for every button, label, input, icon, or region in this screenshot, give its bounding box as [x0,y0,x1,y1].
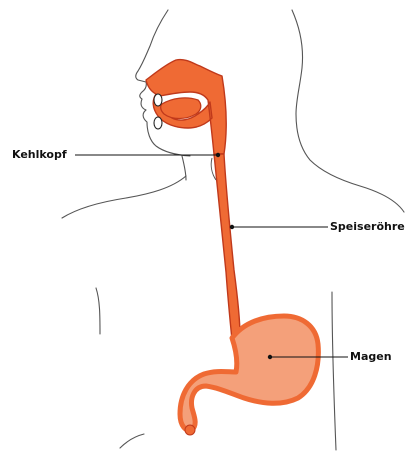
left-hip [120,434,144,448]
left-shoulder [62,176,186,218]
lower-lip [154,117,162,129]
head-back [292,10,404,212]
stomach [180,316,318,430]
leader-dot-larynx [216,153,220,157]
leader-dot-esophagus [230,225,234,229]
pylorus [185,425,195,435]
larynx-label: Kehlkopf [12,148,67,162]
esophagus-label: Speiseröhre [330,220,405,234]
right-torso [332,292,336,450]
upper-lip [154,94,162,106]
leader-dot-stomach [268,355,272,359]
tongue [161,98,201,119]
left-torso [96,288,100,334]
esophagus [214,154,240,340]
stomach-label: Magen [350,350,392,364]
